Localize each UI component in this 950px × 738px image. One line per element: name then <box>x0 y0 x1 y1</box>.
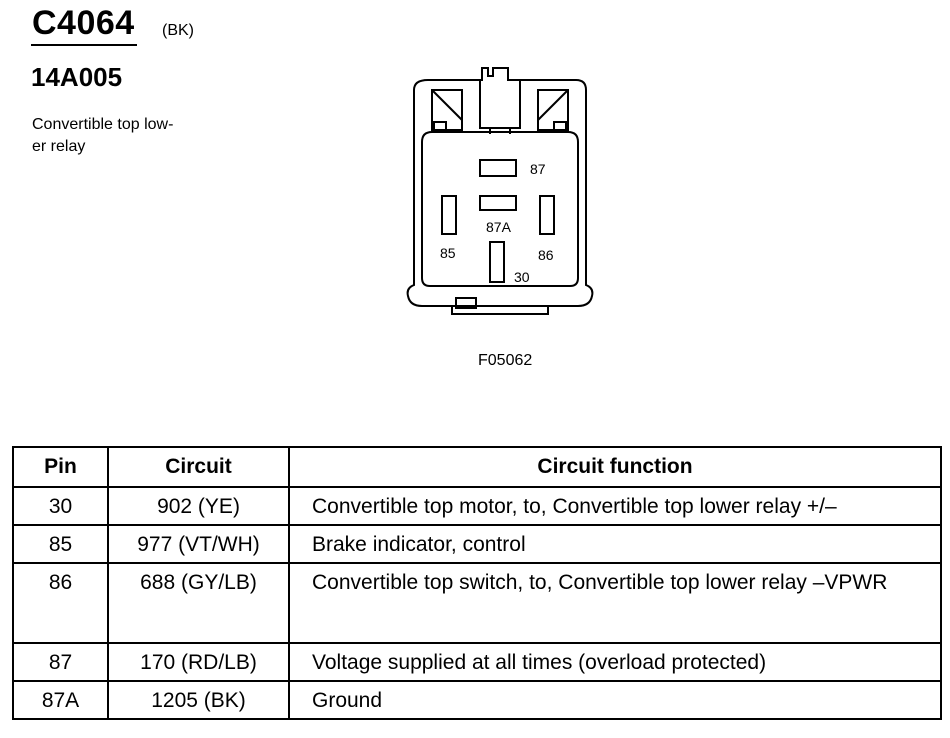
circuit-cell: 688 (GY/LB) <box>107 562 290 644</box>
connector-face-diagram: 87 87A 85 86 30 <box>406 67 594 315</box>
circuit-cell: 170 (RD/LB) <box>107 642 290 682</box>
left-latch <box>431 89 463 131</box>
function-cell: Brake indicator, control <box>288 524 942 564</box>
cavity-30 <box>489 241 505 283</box>
pin-cell: 87A <box>12 680 109 720</box>
pin-label-86: 86 <box>538 247 554 263</box>
center-latch-post <box>489 128 511 134</box>
column-header-function: Circuit function <box>288 446 942 488</box>
column-header-pin: Pin <box>12 446 109 488</box>
part-number: 14A005 <box>31 62 123 92</box>
description-line-1: Convertible top low- <box>32 116 174 133</box>
pin-cell: 87 <box>12 642 109 682</box>
cavity-86 <box>539 195 555 235</box>
pin-label-87a: 87A <box>486 219 512 235</box>
connector-description: Convertible top low- er relay <box>32 114 202 158</box>
function-cell: Ground <box>288 680 942 720</box>
circuit-cell: 977 (VT/WH) <box>107 524 290 564</box>
circuit-cell: 1205 (BK) <box>107 680 290 720</box>
description-line-2: er relay <box>32 138 86 155</box>
connector-id-underline <box>31 44 137 46</box>
pin-table: Pin Circuit Circuit function 30 902 (YE)… <box>12 446 942 720</box>
center-latch <box>479 80 521 129</box>
table-header-row: Pin Circuit Circuit function <box>12 446 942 488</box>
left-latch-slot <box>433 121 447 133</box>
pin-cell: 85 <box>12 524 109 564</box>
right-latch-slot <box>553 121 567 133</box>
cavity-85 <box>441 195 457 235</box>
bottom-key <box>451 306 549 315</box>
color-code: (BK) <box>162 22 194 39</box>
cavity-87a <box>479 195 517 211</box>
pin-cell: 30 <box>12 486 109 526</box>
connector-outline <box>406 67 594 307</box>
pin-label-30: 30 <box>514 269 530 285</box>
circuit-cell: 902 (YE) <box>107 486 290 526</box>
function-cell: Convertible top switch, to, Convertible … <box>288 562 942 644</box>
connector-id: C4064 <box>32 4 135 42</box>
left-latch-bevel <box>431 89 463 121</box>
function-cell: Convertible top motor, to, Convertible t… <box>288 486 942 526</box>
pin-cell: 86 <box>12 562 109 644</box>
table-row: 30 902 (YE) Convertible top motor, to, C… <box>12 486 942 526</box>
table-row: 85 977 (VT/WH) Brake indicator, control <box>12 524 942 564</box>
pin-label-85: 85 <box>440 245 456 261</box>
function-cell: Voltage supplied at all times (overload … <box>288 642 942 682</box>
right-latch-bevel <box>537 89 569 121</box>
bottom-tab <box>455 297 477 309</box>
table-row: 87 170 (RD/LB) Voltage supplied at all t… <box>12 642 942 682</box>
column-header-circuit: Circuit <box>107 446 290 488</box>
table-row: 87A 1205 (BK) Ground <box>12 680 942 720</box>
right-latch <box>537 89 569 131</box>
cavity-87 <box>479 159 517 177</box>
pin-label-87: 87 <box>530 161 546 177</box>
figure-id: F05062 <box>478 352 533 369</box>
table-row: 86 688 (GY/LB) Convertible top switch, t… <box>12 562 942 644</box>
connector-inner-face <box>421 131 579 287</box>
